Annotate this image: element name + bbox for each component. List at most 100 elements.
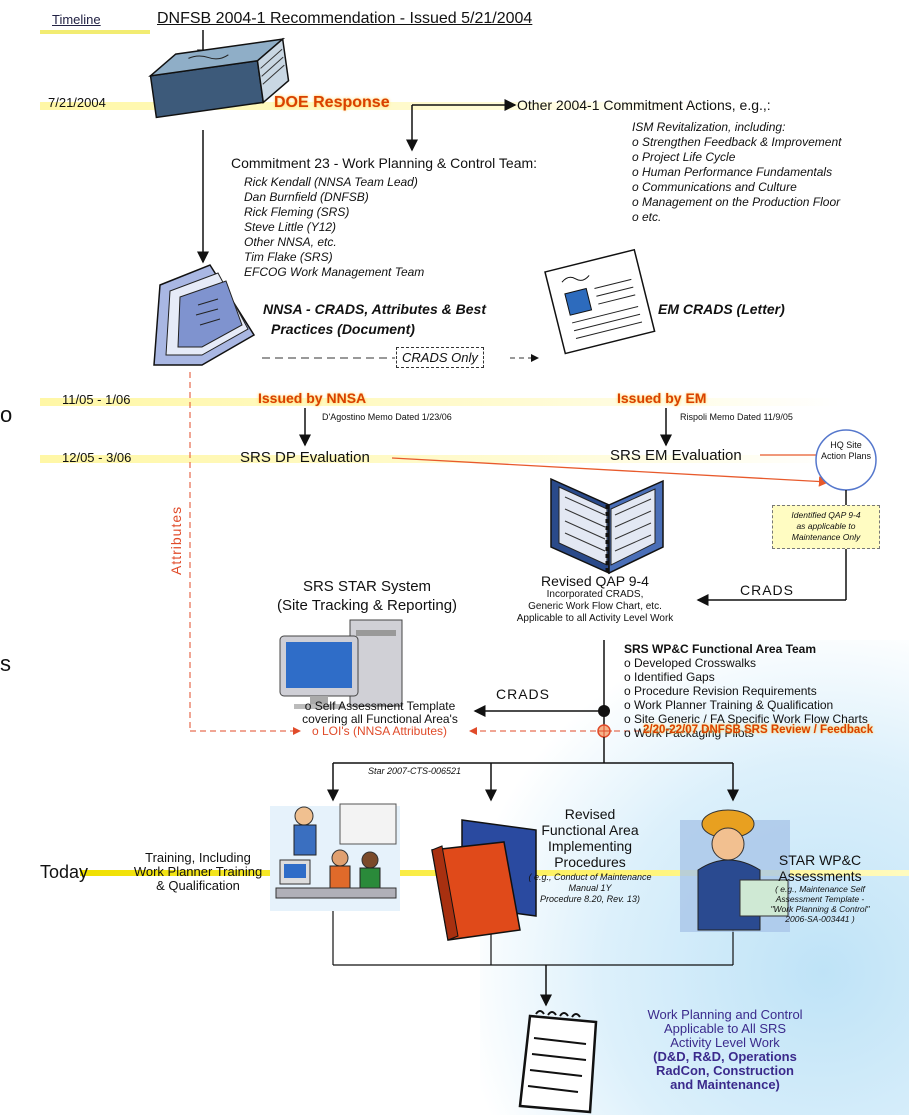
wpc-team-item: o Site Generic / FA Specific Work Flow C… bbox=[624, 712, 868, 726]
date-2: 11/05 - 1/06 bbox=[62, 392, 131, 407]
assessments-line2: Assessments bbox=[778, 868, 862, 884]
band-1 bbox=[40, 102, 740, 110]
qap-note-line: Identified QAP 9-4 bbox=[791, 510, 861, 520]
training-line1: Training, Including bbox=[145, 850, 251, 865]
srs-em-evaluation: SRS EM Evaluation bbox=[610, 447, 742, 464]
diagram-title: DNFSB 2004-1 Recommendation - Issued 5/2… bbox=[157, 10, 533, 27]
fragment-s: s bbox=[0, 651, 11, 676]
qap-line: Applicable to all Activity Level Work bbox=[516, 613, 674, 624]
band-2 bbox=[40, 398, 840, 406]
star-line1: SRS STAR System bbox=[302, 578, 432, 595]
training-line3: & Qualification bbox=[156, 878, 240, 893]
timeline-label: Timeline bbox=[52, 12, 101, 27]
final-bold: (D&D, R&D, Operations bbox=[653, 1049, 797, 1064]
other-action-item: o Project Life Cycle bbox=[632, 150, 736, 164]
em-crads: EM CRADS (Letter) bbox=[658, 301, 785, 317]
wpc-team-title: SRS WP&C Functional Area Team bbox=[624, 642, 817, 656]
procedures-line: Implementing bbox=[547, 838, 633, 854]
assessments: STAR WP&C Assessments ( e.g., Maintenanc… bbox=[760, 852, 880, 924]
final-bold: and Maintenance) bbox=[670, 1077, 780, 1092]
member: Rick Kendall (NNSA Team Lead) bbox=[244, 175, 418, 189]
procedures-line: Procedures bbox=[554, 854, 626, 870]
wpc-team-item: o Work Packaging Pilots bbox=[624, 726, 754, 740]
wpc-team-item: o Developed Crosswalks bbox=[624, 656, 757, 670]
final-bold: RadCon, Construction bbox=[656, 1063, 794, 1078]
final-line: Work Planning and Control bbox=[647, 1007, 803, 1022]
member: Tim Flake (SRS) bbox=[244, 250, 333, 264]
date-1: 7/21/2004 bbox=[48, 95, 106, 110]
timeline-underline bbox=[40, 30, 150, 34]
doe-response: DOE Response bbox=[274, 94, 390, 111]
procedures-line: Revised bbox=[564, 806, 616, 822]
issued-em: Issued by EM bbox=[617, 390, 707, 406]
other-action-item: o Management on the Production Floor bbox=[632, 195, 841, 209]
final-outcome: Work Planning and Control Applicable to … bbox=[610, 1008, 840, 1092]
qap-note-line: as applicable to bbox=[796, 521, 856, 531]
srs-dp-evaluation: SRS DP Evaluation bbox=[240, 449, 370, 466]
issued-nnsa: Issued by NNSA bbox=[258, 390, 367, 406]
wpc-team-item: o Procedure Revision Requirements bbox=[624, 684, 817, 698]
date-today: Today bbox=[40, 862, 89, 882]
training-line2: Work Planner Training bbox=[133, 864, 263, 879]
star-ref: Star 2007-CTS-006521 bbox=[368, 766, 462, 776]
other-action-item: ISM Revitalization, including: bbox=[632, 120, 786, 134]
lois-label: o LOI's (NNSA Attributes) bbox=[312, 724, 448, 738]
dnfsb-review: 2/20-22/07 DNFSB SRS Review / Feedback bbox=[643, 724, 874, 736]
final-line: Applicable to All SRS bbox=[663, 1021, 787, 1036]
qap-block: Revised QAP 9-4 Incorporated CRADS, Gene… bbox=[500, 573, 690, 625]
crads-only-box: CRADS Only bbox=[396, 347, 484, 368]
nnsa-doc-line1: NNSA - CRADS, Attributes & Best bbox=[263, 301, 486, 317]
band-3 bbox=[40, 455, 840, 463]
nnsa-doc-line2: Practices (Document) bbox=[271, 321, 415, 337]
star-system: SRS STAR System (Site Tracking & Reporti… bbox=[252, 577, 482, 615]
date-3: 12/05 - 3/06 bbox=[62, 450, 132, 465]
commitment-title: Commitment 23 - Work Planning & Control … bbox=[231, 155, 538, 171]
rispoli-memo: Rispoli Memo Dated 11/9/05 bbox=[680, 412, 793, 422]
crads-label-qap: CRADS bbox=[740, 582, 795, 598]
star-line2: (Site Tracking & Reporting) bbox=[276, 597, 458, 614]
assessments-line1: STAR WP&C bbox=[778, 852, 862, 868]
wpc-team-item: o Work Planner Training & Qualification bbox=[624, 698, 834, 712]
assessments-sub: ( e.g., Maintenance Self bbox=[775, 884, 865, 894]
assessments-sub: "Work Planning & Control" bbox=[770, 904, 870, 914]
hq-line2: Action Plans bbox=[820, 451, 872, 461]
nnsa-doc-title: NNSA - CRADS, Attributes & Best Practice… bbox=[263, 299, 486, 339]
assessments-sub: 2006-SA-003441 ) bbox=[785, 914, 855, 924]
member: EFCOG Work Management Team bbox=[244, 265, 425, 279]
other-actions-list: ISM Revitalization, including: o Strengt… bbox=[632, 120, 841, 225]
member: Other NNSA, etc. bbox=[244, 235, 337, 249]
dagostino-memo: D'Agostino Memo Dated 1/23/06 bbox=[322, 412, 452, 422]
assessments-sub: Assessment Template - bbox=[775, 894, 865, 904]
training: Training, Including Work Planner Trainin… bbox=[118, 851, 278, 893]
identified-qap-note: Identified QAP 9-4 as applicable to Main… bbox=[772, 505, 880, 549]
procedures-sub: ( e.g., Conduct of Maintenance bbox=[528, 872, 652, 882]
self-assess-line1: o Self Assessment Template bbox=[304, 699, 456, 713]
self-assess-line2: covering all Functional Area's bbox=[302, 712, 458, 726]
procedures: Revised Functional Area Implementing Pro… bbox=[510, 806, 670, 905]
final-line: Activity Level Work bbox=[670, 1035, 780, 1050]
member: Rick Fleming (SRS) bbox=[244, 205, 350, 219]
crads-label-team: CRADS bbox=[496, 686, 551, 702]
other-action-item: o Human Performance Fundamentals bbox=[632, 165, 833, 179]
hq-site-action-plans: HQ Site Action Plans bbox=[816, 440, 876, 462]
qap-line: Generic Work Flow Chart, etc. bbox=[528, 601, 662, 612]
member: Dan Burnfield (DNFSB) bbox=[244, 190, 369, 204]
other-action-item: o Strengthen Feedback & Improvement bbox=[632, 135, 842, 149]
other-actions-title: Other 2004-1 Commitment Actions, e.g.,: bbox=[517, 97, 771, 113]
other-action-item: o etc. bbox=[632, 210, 662, 224]
other-action-item: o Communications and Culture bbox=[632, 180, 797, 194]
hq-line1: HQ Site bbox=[830, 440, 862, 450]
wpc-team: SRS WP&C Functional Area Team o Develope… bbox=[624, 642, 868, 740]
commitment-members: Rick Kendall (NNSA Team Lead) Dan Burnfi… bbox=[244, 175, 424, 280]
fragment-o: o bbox=[0, 402, 13, 427]
qap-title: Revised QAP 9-4 bbox=[541, 573, 649, 589]
